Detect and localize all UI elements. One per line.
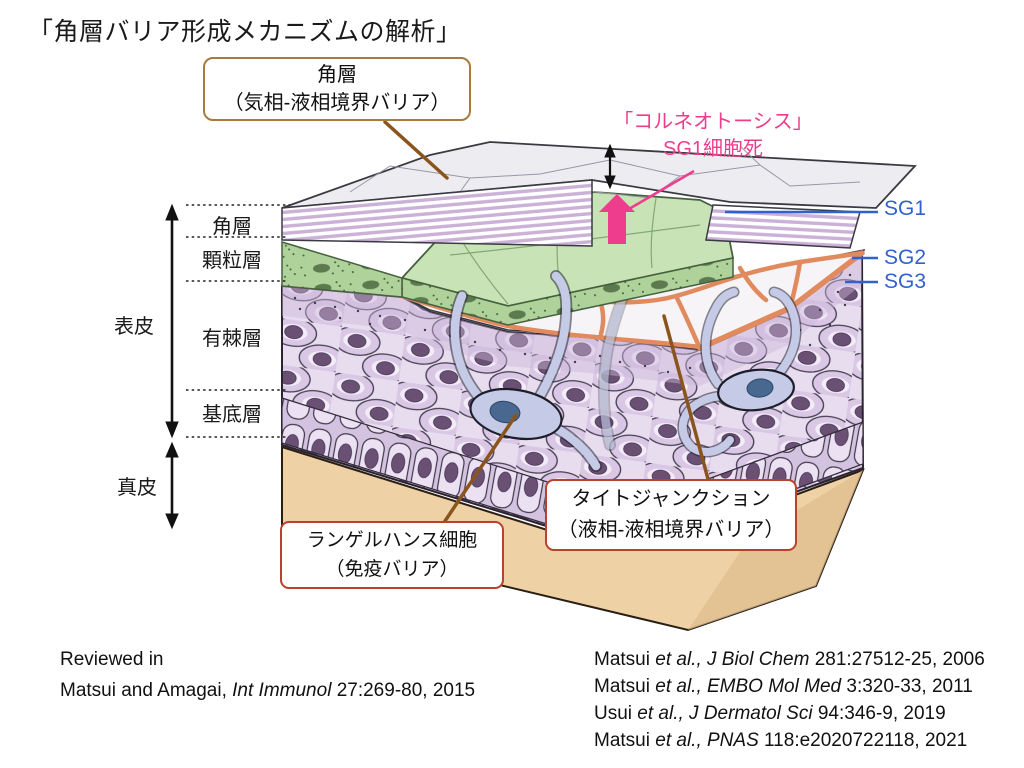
tight-junction-callout: タイトジャンクション （液相-液相境界バリア）	[545, 479, 797, 551]
sg2-label: SG2	[884, 246, 927, 269]
citation-authors: Matsui	[594, 676, 656, 697]
epidermis-extent-arrow	[165, 203, 179, 439]
langerhans-callout: ランゲルハンス細胞 （免疫バリア）	[280, 521, 504, 589]
citation-ref: Matsui et al., EMBO Mol Med 3:320-33, 20…	[594, 673, 985, 700]
citation-authors: Matsui and Amagai,	[60, 680, 233, 701]
citation-authors: Usui	[594, 703, 638, 724]
citation-pages: 281:27512-25, 2006	[809, 649, 985, 670]
epidermis-label: 表皮	[114, 316, 154, 338]
langerhans-cell-1	[448, 270, 602, 472]
citation-pages: 27:269-80, 2015	[331, 680, 476, 701]
layer-boundary-dotted-lines	[186, 204, 290, 438]
citation-pages: 94:346-9, 2019	[812, 703, 946, 724]
layer-label-stratum-corneum: 角層	[212, 216, 252, 238]
citation-ref: Matsui et al., J Biol Chem 281:27512-25,…	[594, 646, 985, 673]
citation-authors: Matsui	[594, 730, 656, 751]
citation-ref: Usui et al., J Dermatol Sci 94:346-9, 20…	[594, 700, 985, 727]
langerhans-cell-2	[677, 286, 802, 458]
sc-lamellae-right	[705, 204, 861, 249]
granular-dots	[293, 273, 852, 376]
review-citation: Matsui and Amagai, Int Immunol 27:269-80…	[60, 675, 475, 706]
dermis-label: 真皮	[117, 477, 157, 499]
extent-arrows	[165, 143, 616, 530]
callout-line: （免疫バリア）	[325, 559, 459, 580]
layer-label-granular: 顆粒層	[202, 250, 262, 272]
stratum-corneum-callout: 角層 （気相-液相境界バリア）	[203, 57, 471, 121]
citation-authors: Matsui	[594, 649, 656, 670]
lc-pointer-line	[439, 413, 518, 529]
sg3-label: SG3	[884, 270, 927, 293]
granular-band	[282, 255, 862, 386]
reference-citation-block: Matsui et al., J Biol Chem 281:27512-25,…	[594, 646, 985, 754]
citation-journal: Int Immunol	[232, 680, 332, 701]
sg1-label: SG1	[884, 197, 927, 220]
sg-pointer-lines	[725, 210, 878, 284]
citation-pages: 118:e2020722118, 2021	[758, 730, 968, 751]
review-citation-block: Reviewed in Matsui and Amagai, Int Immun…	[60, 644, 475, 706]
granular-front-band	[281, 240, 403, 298]
corneoptosis-arrow	[599, 169, 695, 244]
callout-line: 角層	[317, 64, 357, 86]
slide-title: 「角層バリア形成メカニズムの解析」	[28, 18, 462, 46]
citation-ref: Matsui et al., PNAS 118:e2020722118, 202…	[594, 727, 985, 754]
corneoptosis-line1: 「コルネオトーシス」	[613, 111, 813, 133]
sc-thickness-arrow	[604, 143, 616, 190]
citation-journal: et al., PNAS	[655, 730, 759, 751]
layer-label-spinous: 有棘層	[202, 328, 262, 350]
sc-lamellae-front	[281, 179, 593, 247]
callout-line: ランゲルハンス細胞	[306, 530, 478, 551]
callout-line: （液相-液相境界バリア）	[557, 519, 785, 541]
tj-pointer-line	[662, 314, 710, 481]
citation-journal: et al., J Biol Chem	[655, 649, 810, 670]
callout-line: タイトジャンクション	[571, 488, 771, 510]
lc-nucleus	[746, 378, 774, 398]
callout-line: （気相-液相境界バリア）	[223, 92, 451, 114]
pointer-lines	[383, 120, 710, 529]
dermis-extent-arrow	[165, 441, 179, 530]
citation-journal: et al., J Dermatol Sci	[637, 703, 813, 724]
citation-pages: 3:320-33, 2011	[841, 676, 973, 697]
corneoptosis-label: 「コルネオトーシス」 SG1細胞死	[588, 109, 838, 163]
reviewed-in-text: Reviewed in	[60, 649, 164, 670]
layer-label-basal: 基底層	[202, 404, 262, 426]
stratum-corneum-slab	[281, 141, 917, 249]
sc-pointer-line	[383, 120, 449, 180]
citation-journal: et al., EMBO Mol Med	[655, 676, 842, 697]
corneoptosis-line2: SG1細胞死	[662, 138, 764, 160]
